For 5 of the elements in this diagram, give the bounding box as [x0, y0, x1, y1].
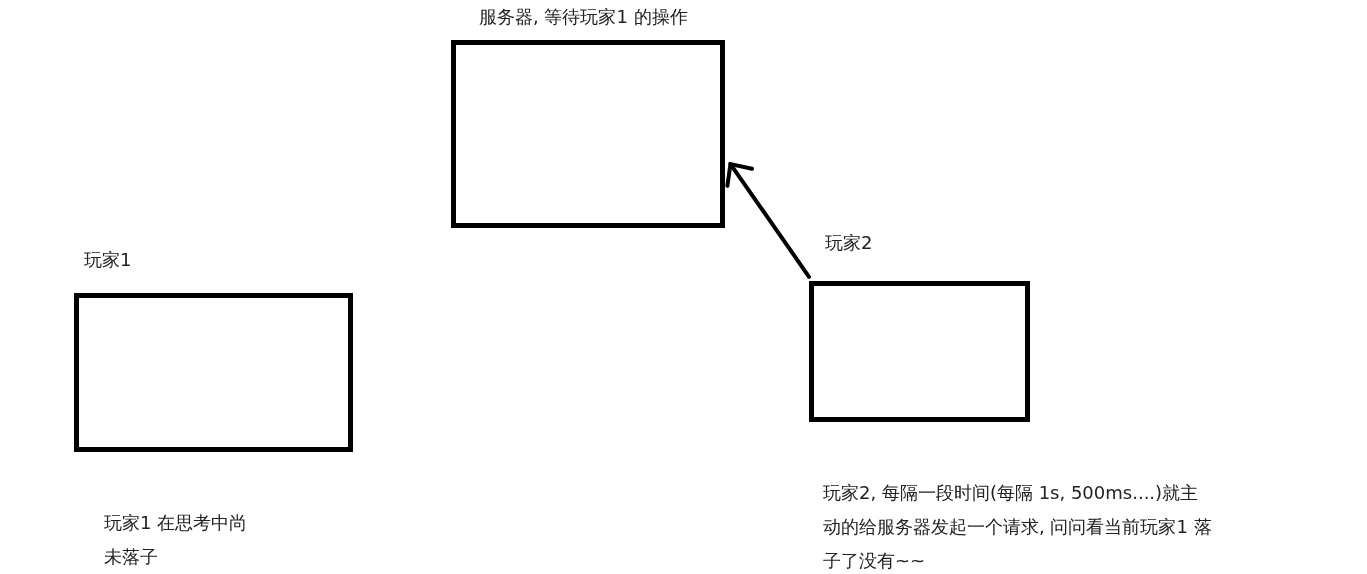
note-text: 玩家2, 每隔一段时间(每隔 1s, 500ms....)就主动的给服务器发起一个请求, 问问看当前玩家1 落子了没有~~ [823, 481, 1213, 573]
note-text: 玩家1 在思考中尚未落子 [104, 511, 249, 569]
node-heading: 服务器, 等待玩家1 的操作 [479, 5, 688, 29]
node-heading: 玩家1 [84, 248, 132, 272]
node-heading: 玩家2 [825, 231, 873, 255]
